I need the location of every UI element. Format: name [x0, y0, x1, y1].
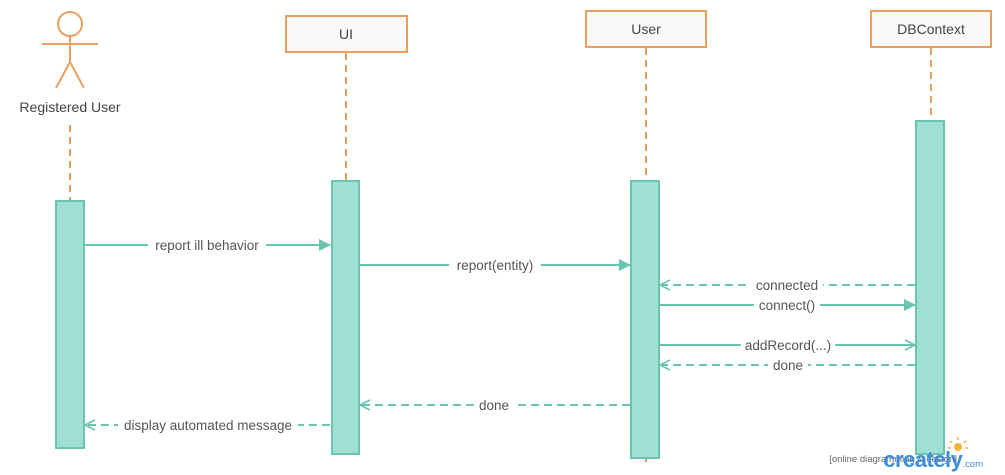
message-label: display automated message [124, 418, 292, 433]
activation-ui[interactable] [331, 180, 360, 455]
logo-suffix: .com [962, 459, 983, 470]
activation-registered-user[interactable] [55, 200, 85, 449]
activation-user[interactable] [630, 180, 660, 459]
stick-figure-icon [42, 11, 98, 89]
message-label: done [479, 398, 509, 413]
actor-registered-user: Registered User [19, 11, 121, 115]
logo-text: creately [883, 447, 963, 472]
branding-tagline: [online diagramming & design] [829, 454, 957, 465]
lifeline-header-label: User [631, 21, 661, 37]
message-label: connect() [759, 298, 815, 313]
lifeline-header-ui[interactable]: UI [285, 15, 408, 53]
message-label: connected [756, 278, 818, 293]
message-label: report(entity) [457, 258, 534, 273]
logo-sun-icon [948, 437, 968, 451]
lifeline-header-user[interactable]: User [585, 10, 707, 48]
lifeline-header-label: UI [339, 26, 353, 42]
creately-logo[interactable]: creately.com [883, 447, 983, 473]
message-label: done [773, 358, 803, 373]
lifeline-header-dbcontext[interactable]: DBContext [870, 10, 992, 48]
lifeline-header-label: DBContext [897, 21, 965, 37]
message-label: report ill behavior [155, 238, 259, 253]
message-label-backgrounds [118, 236, 835, 434]
activations [55, 120, 945, 459]
message-labels: report ill behavior report(entity) conne… [124, 238, 831, 433]
lifelines [69, 48, 932, 462]
activation-dbcontext[interactable] [915, 120, 945, 455]
actor-label: Registered User [19, 99, 120, 115]
message-label: addRecord(...) [745, 338, 831, 353]
